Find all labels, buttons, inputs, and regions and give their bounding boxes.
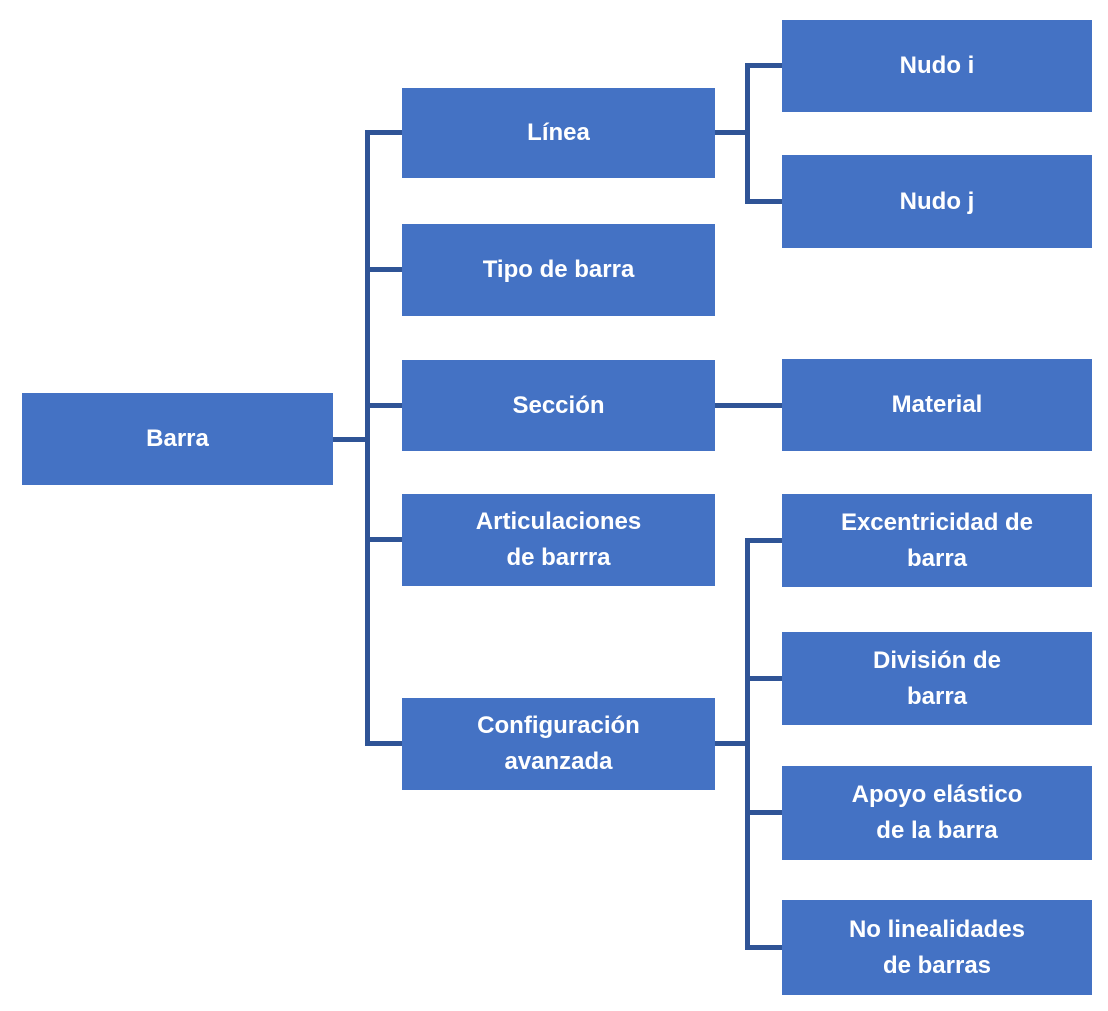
connector-stub-configuracion (370, 741, 402, 746)
connector-configuracion-branch (715, 741, 748, 746)
connector-level2-trunk (365, 130, 370, 746)
connector-stub-no-linealidades (750, 945, 782, 950)
connector-stub-linea (370, 130, 402, 135)
connector-stub-nudo-j (750, 199, 782, 204)
connector-stub-division (750, 676, 782, 681)
node-nudo-j: Nudo j (782, 155, 1092, 248)
node-configuracion-avanzada: Configuración avanzada (402, 698, 715, 790)
connector-config-trunk (745, 538, 750, 950)
node-nudo-i: Nudo i (782, 20, 1092, 112)
connector-linea-branch (715, 130, 748, 135)
connector-stub-tipo-de-barra (370, 267, 402, 272)
node-articulaciones-de-barra: Articulaciones de barrra (402, 494, 715, 586)
node-linea: Línea (402, 88, 715, 178)
connector-seccion-material (715, 403, 782, 408)
connector-stub-seccion (370, 403, 402, 408)
node-apoyo-elastico-de-la-barra: Apoyo elástico de la barra (782, 766, 1092, 860)
node-material: Material (782, 359, 1092, 451)
connector-stub-apoyo (750, 810, 782, 815)
node-seccion: Sección (402, 360, 715, 451)
connector-nudos-trunk (745, 63, 750, 204)
node-tipo-de-barra: Tipo de barra (402, 224, 715, 316)
node-excentricidad-de-barra: Excentricidad de barra (782, 494, 1092, 587)
connector-barra-branch (333, 437, 367, 442)
node-barra: Barra (22, 393, 333, 485)
node-division-de-barra: División de barra (782, 632, 1092, 725)
connector-stub-articulaciones (370, 537, 402, 542)
node-no-linealidades-de-barras: No linealidades de barras (782, 900, 1092, 995)
connector-stub-nudo-i (750, 63, 782, 68)
connector-stub-excentricidad (750, 538, 782, 543)
